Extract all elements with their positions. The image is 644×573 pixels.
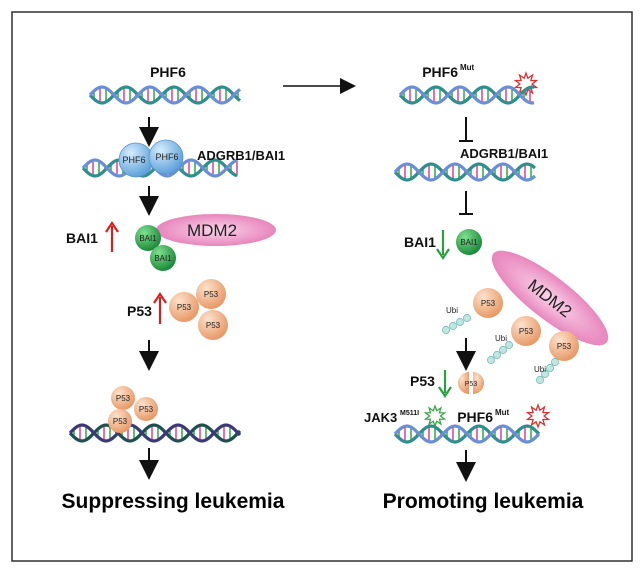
degraded-p53: [458, 372, 484, 394]
mdm2-protein: [491, 250, 609, 346]
p53-protein-label: P53: [481, 299, 496, 308]
mdm2-label: MDM2: [187, 221, 237, 240]
p53-protein-label: P53: [113, 417, 128, 426]
dna-strand: [393, 162, 537, 182]
p53-protein: [134, 397, 158, 421]
left-p53-label: P53: [127, 303, 152, 319]
bai1-protein-label: BAI1: [139, 234, 157, 243]
mutation-star: [423, 404, 447, 428]
right-gene-label: PHF6: [422, 64, 458, 80]
p53-protein-label: P53: [206, 321, 221, 330]
left-bai1-label: BAI1: [66, 230, 98, 246]
p53-protein: [511, 316, 541, 346]
green-down-arrow: [438, 370, 452, 398]
bai1-protein-label: BAI1: [154, 254, 172, 263]
p53-protein: [196, 279, 226, 309]
bai1-protein: [456, 229, 482, 255]
left-gene-label: PHF6: [150, 64, 186, 80]
right-target-label: ADGRB1/BAI1: [460, 146, 548, 161]
mutation-star: [525, 403, 551, 429]
figure-border: [11, 11, 633, 562]
inhibit-bar-1: [459, 117, 473, 142]
mutation-star: [513, 71, 539, 97]
dna-strand: [88, 85, 242, 105]
left-dna-1: [88, 85, 242, 105]
left-target-label: ADGRB1/BAI1: [197, 148, 285, 163]
dna-strand: [68, 423, 242, 443]
red-up-arrow: [105, 221, 119, 252]
p53-protein-label: P53: [177, 303, 192, 312]
left-dna-3: [68, 423, 242, 443]
p53-protein-label: P53: [519, 327, 534, 336]
bai1-protein: [150, 245, 176, 271]
right-outcome: Promoting leukemia: [383, 490, 584, 513]
right-gene2-label: PHF6: [457, 409, 493, 425]
ubi-label: Ubi: [534, 365, 546, 374]
right-gene-sup: Mut: [460, 63, 475, 72]
right-dna-2: [393, 162, 537, 182]
phf6-protein: [148, 139, 184, 175]
p53-protein: [473, 288, 503, 318]
right-dna-1: [398, 85, 535, 105]
jak3-label: JAK3: [364, 410, 397, 425]
p53-protein: [108, 409, 132, 433]
dna-strand: [393, 424, 541, 444]
right-dna-3: [393, 424, 541, 444]
phf6-complex: PHF6 PHF6: [118, 139, 184, 178]
bai1-protein-label: BAI1: [460, 238, 478, 247]
p53-protein-label: P53: [465, 381, 478, 388]
phf6-protein-label: PHF6: [155, 152, 178, 162]
right-gene2-sup: Mut: [495, 408, 510, 417]
dna-strand: [68, 423, 242, 443]
dna-strand: [398, 85, 535, 105]
ubi-label: Ubi: [495, 334, 507, 343]
p53-protein-label: P53: [139, 405, 154, 414]
phf6-protein-label: PHF6: [122, 155, 145, 165]
dna-strand: [398, 85, 535, 105]
ubiquitin-chain: [442, 314, 471, 334]
green-down-arrow: [436, 230, 450, 260]
p53-protein: [549, 331, 579, 361]
inhibit-bar-2: [459, 191, 473, 215]
right-bai1-label: BAI1: [404, 234, 436, 250]
ubiquitin-chain: [536, 358, 559, 384]
ubiquitin-chain: [487, 341, 513, 364]
right-p53-label: P53: [410, 373, 435, 389]
ubi-label: Ubi: [446, 306, 458, 315]
p53-protein-label: P53: [557, 342, 572, 351]
mdm2-protein: [156, 214, 276, 246]
p53-protein-label: P53: [116, 394, 131, 403]
p53-protein: [111, 386, 135, 410]
p53-protein: [169, 292, 199, 322]
p53-protein: [198, 310, 228, 340]
jak3-sup: M511I: [400, 410, 419, 417]
left-outcome: Suppressing leukemia: [62, 490, 285, 513]
red-up-arrow: [153, 292, 167, 324]
bai1-protein: [135, 225, 161, 251]
p53-protein-label: P53: [204, 290, 219, 299]
